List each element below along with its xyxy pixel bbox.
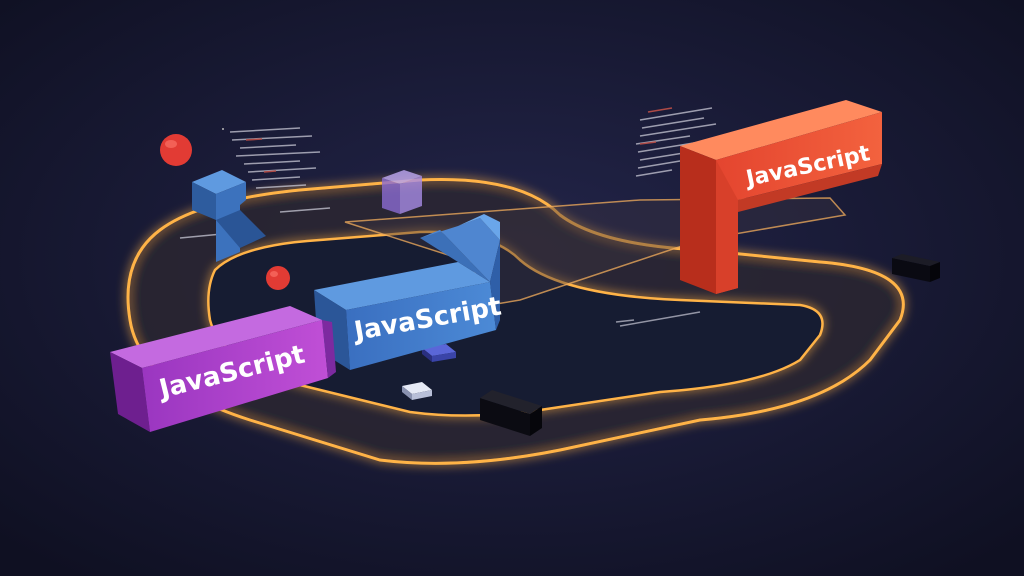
small-white-tile — [402, 382, 432, 400]
red-sphere — [160, 134, 290, 290]
purple-cube — [382, 170, 422, 214]
black-bar-right — [892, 254, 940, 282]
code-panel-floor — [615, 311, 701, 327]
blue-l-block-back — [192, 170, 266, 262]
code-panel-right — [635, 107, 717, 177]
black-bar-front — [480, 390, 542, 436]
code-panel-left — [179, 127, 331, 239]
orange-javascript-block: JavaScript — [680, 100, 882, 294]
small-blue-tile — [422, 344, 456, 362]
blue-javascript-block: JavaScript — [314, 214, 504, 370]
